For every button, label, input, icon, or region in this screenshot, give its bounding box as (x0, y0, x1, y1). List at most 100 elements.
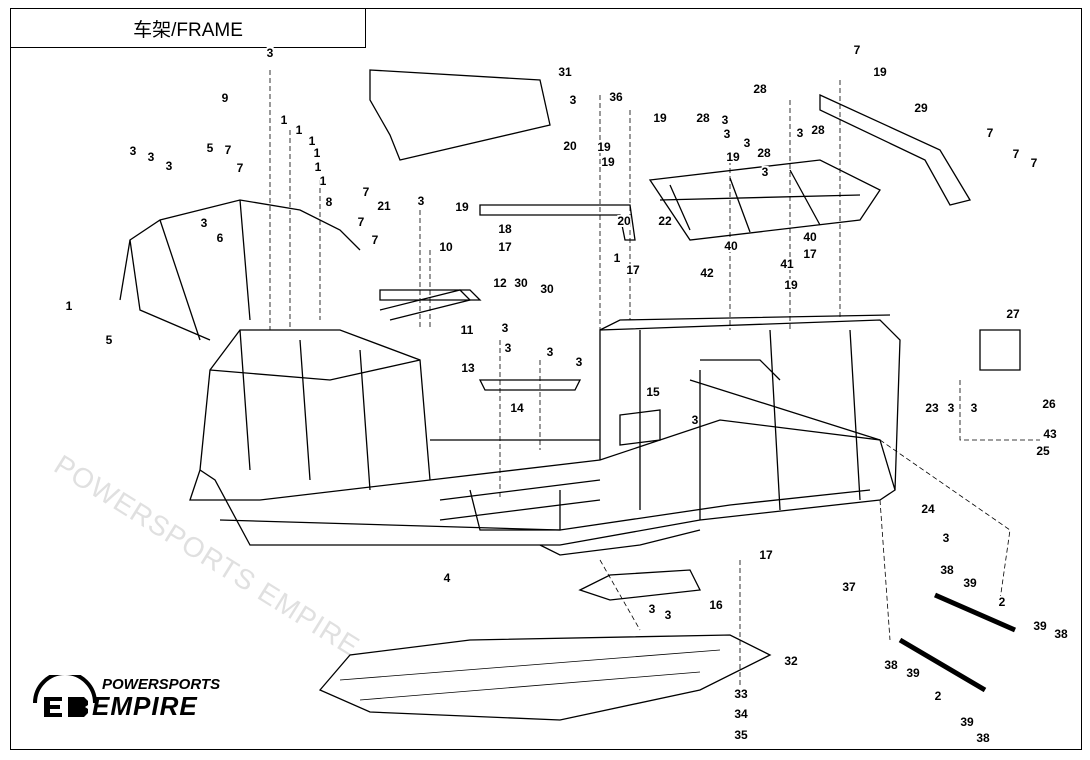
part-callout: 4 (443, 571, 451, 585)
part-callout: 24 (921, 502, 935, 516)
part-callout: 11 (460, 323, 474, 337)
part-callout: 19 (726, 150, 740, 164)
part-callout: 3 (504, 341, 512, 355)
part-callout: 9 (221, 91, 229, 105)
part-callout: 5 (105, 333, 113, 347)
part-callout: 5 (206, 141, 214, 155)
part-callout: 16 (709, 598, 723, 612)
part-callout: 25 (1036, 444, 1050, 458)
part-callout: 36 (609, 90, 623, 104)
part-callout: 3 (575, 355, 583, 369)
diagram-border (10, 8, 1082, 750)
part-callout: 7 (1012, 147, 1020, 161)
logo-line2: EMPIRE (92, 691, 198, 721)
part-callout: 29 (914, 101, 928, 115)
part-callout: 7 (371, 233, 379, 247)
plate-14 (478, 379, 582, 391)
part-callout: 3 (165, 159, 173, 173)
part-callout: 6 (216, 231, 224, 245)
part-callout: 3 (761, 165, 769, 179)
part-callout: 7 (362, 185, 370, 199)
part-callout: 1 (613, 251, 621, 265)
logo-emblem-icon (33, 671, 97, 717)
part-callout: 1 (319, 174, 327, 188)
skid-plate-16 (578, 569, 701, 601)
part-callout: 10 (439, 240, 453, 254)
part-callout: 39 (963, 576, 977, 590)
part-callout: 39 (1033, 619, 1047, 633)
part-callout: 15 (646, 385, 660, 399)
part-callout: 8 (325, 195, 333, 209)
part-callout: 41 (780, 257, 794, 271)
part-callout: 3 (947, 401, 955, 415)
part-callout: 1 (308, 134, 316, 148)
main-frame (189, 314, 901, 556)
part-callout: 3 (200, 216, 208, 230)
bracket-15 (619, 409, 661, 446)
part-callout: 27 (1006, 307, 1020, 321)
part-callout: 3 (691, 413, 699, 427)
part-callout: 19 (784, 278, 798, 292)
part-callout: 1 (313, 146, 321, 160)
part-callout: 28 (757, 146, 771, 160)
part-callout: 1 (280, 113, 288, 127)
part-callout: 1 (65, 299, 73, 313)
part-callout: 19 (873, 65, 887, 79)
part-callout: 3 (796, 126, 804, 140)
part-callout: 17 (803, 247, 817, 261)
part-callout: 3 (266, 46, 274, 60)
part-callout: 19 (597, 140, 611, 154)
brand-logo: POWERSPORTS EMPIRE (30, 671, 230, 721)
part-callout: 19 (601, 155, 615, 169)
part-callout: 3 (723, 127, 731, 141)
part-callout: 2 (998, 595, 1006, 609)
part-callout: 3 (546, 345, 554, 359)
part-callout: 12 (493, 276, 507, 290)
part-callout: 37 (842, 580, 856, 594)
part-callout: 42 (700, 266, 714, 280)
part-callout: 30 (514, 276, 528, 290)
diagram-title: 车架/FRAME (10, 8, 366, 48)
part-callout: 31 (558, 65, 572, 79)
part-callout: 32 (784, 654, 798, 668)
part-callout: 26 (1042, 397, 1056, 411)
part-callout: 17 (626, 263, 640, 277)
part-callout: 19 (455, 200, 469, 214)
part-callout: 7 (853, 43, 861, 57)
part-callout: 14 (510, 401, 524, 415)
part-callout: 7 (1030, 156, 1038, 170)
part-callout: 1 (295, 123, 303, 137)
part-callout: 40 (724, 239, 738, 253)
part-callout: 22 (658, 214, 672, 228)
part-callout: 3 (129, 144, 137, 158)
part-callout: 33 (734, 687, 748, 701)
part-callout: 18 (498, 222, 512, 236)
floor-panel-31 (369, 69, 551, 161)
part-callout: 35 (734, 728, 748, 742)
skid-plate-32 (318, 634, 772, 721)
bracket-27 (979, 329, 1021, 371)
part-callout: 19 (653, 111, 667, 125)
part-callout: 7 (986, 126, 994, 140)
part-callout: 30 (540, 282, 554, 296)
part-callout: 3 (501, 321, 509, 335)
part-callout: 28 (696, 111, 710, 125)
part-callout: 3 (664, 608, 672, 622)
part-callout: 38 (940, 563, 954, 577)
part-callout: 3 (743, 136, 751, 150)
part-callout: 34 (734, 707, 748, 721)
part-callout: 17 (498, 240, 512, 254)
control-arm-bolts (898, 592, 1017, 693)
part-callout: 3 (721, 113, 729, 127)
crossmember-18 (479, 204, 636, 241)
part-callout: 38 (1054, 627, 1068, 641)
part-callout: 7 (357, 215, 365, 229)
part-callout: 38 (976, 731, 990, 745)
part-callout: 17 (759, 548, 773, 562)
part-callout: 28 (753, 82, 767, 96)
part-callout: 39 (960, 715, 974, 729)
part-callout: 7 (224, 143, 232, 157)
part-callout: 38 (884, 658, 898, 672)
